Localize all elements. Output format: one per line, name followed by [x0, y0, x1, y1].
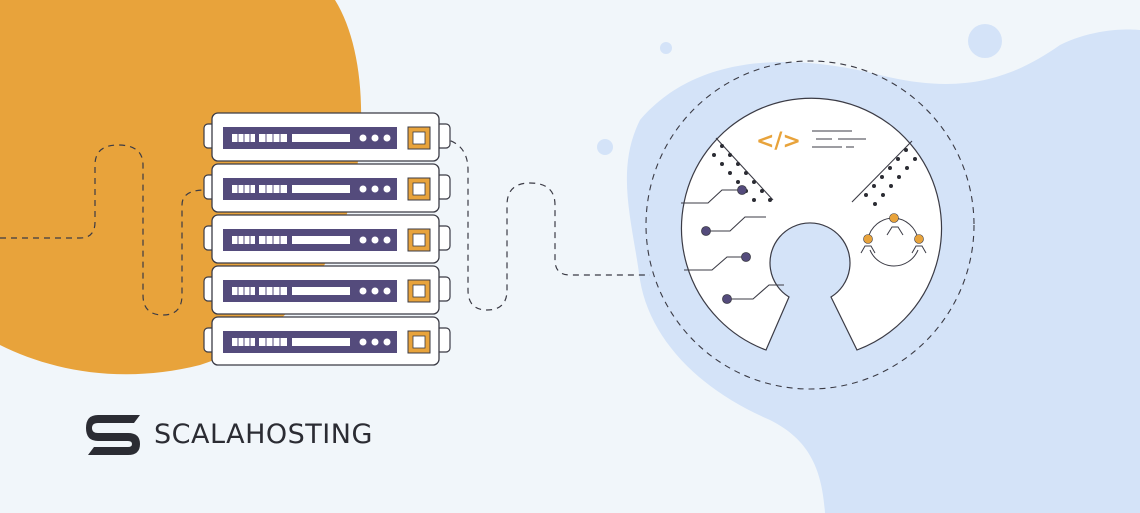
svg-text:</>: </>: [756, 129, 801, 154]
dashed-cable: [0, 137, 650, 316]
open-source-keyhole-icon: </>: [645, 60, 975, 390]
bubble-decoration: [968, 24, 1002, 58]
brand-logo[interactable]: SCALAHOSTING: [84, 411, 373, 457]
scalahosting-s-logo-icon: [86, 415, 140, 455]
bubble-decoration: [660, 42, 672, 54]
server-rack-icon: [203, 112, 451, 366]
brand-name: SCALAHOSTING: [154, 418, 373, 450]
bubble-decoration: [597, 139, 613, 155]
